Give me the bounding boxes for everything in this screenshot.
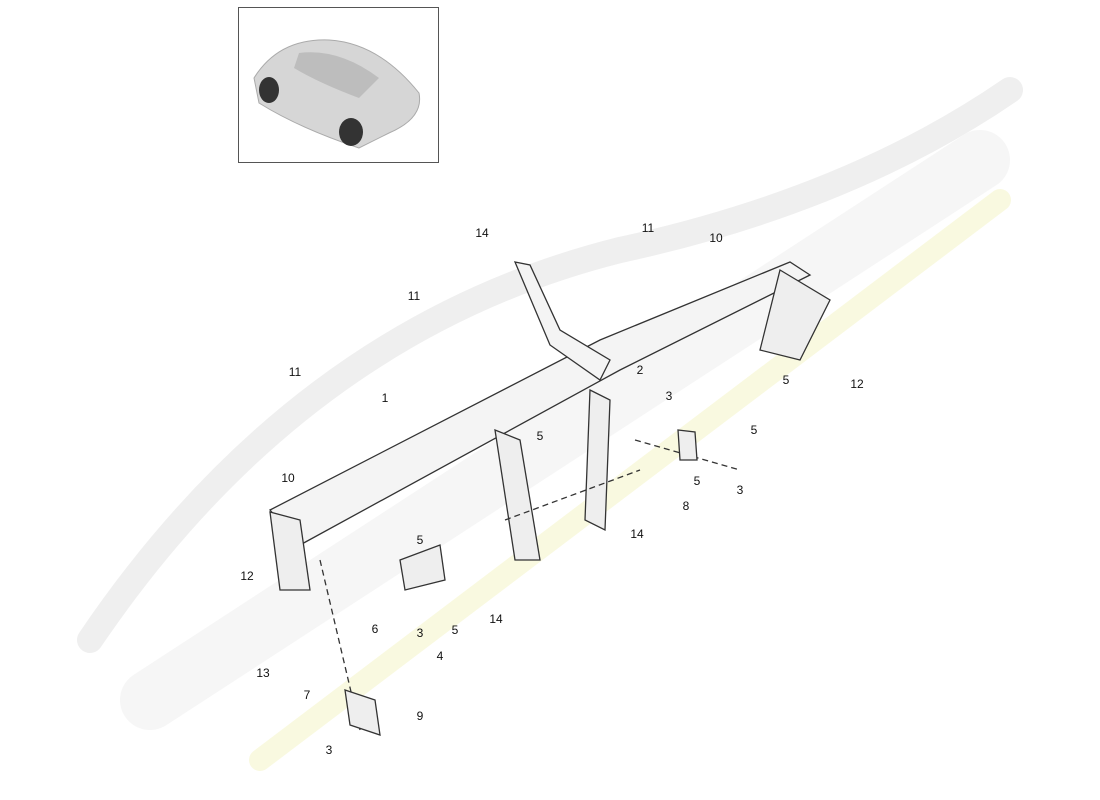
callout-11[interactable]: 11 xyxy=(641,221,655,235)
callout-5[interactable]: 5 xyxy=(693,474,701,488)
callout-5[interactable]: 5 xyxy=(536,429,544,443)
callout-1[interactable]: 1 xyxy=(381,391,389,405)
callout-14[interactable]: 14 xyxy=(475,226,489,240)
center-leg-2 xyxy=(584,388,611,532)
bracket-9 xyxy=(344,689,381,736)
callout-9[interactable]: 9 xyxy=(416,709,424,723)
callout-3[interactable]: 3 xyxy=(416,626,424,640)
callout-8[interactable]: 8 xyxy=(682,499,690,513)
callout-3[interactable]: 3 xyxy=(325,743,333,757)
watermark-lettering-shape xyxy=(120,130,1010,730)
callout-11[interactable]: 11 xyxy=(407,289,421,303)
vehicle-thumbnail[interactable] xyxy=(238,7,439,163)
center-leg xyxy=(494,428,541,561)
car-icon xyxy=(253,39,421,149)
bracket-4 xyxy=(399,544,446,591)
callout-10[interactable]: 10 xyxy=(281,471,295,485)
callout-5[interactable]: 5 xyxy=(416,533,424,547)
callout-14[interactable]: 14 xyxy=(489,612,503,626)
right-bracket xyxy=(759,268,831,361)
bracket-8 xyxy=(677,429,698,461)
callout-7[interactable]: 7 xyxy=(303,688,311,702)
callout-3[interactable]: 3 xyxy=(665,389,673,403)
callout-11[interactable]: 11 xyxy=(288,365,302,379)
callout-12[interactable]: 12 xyxy=(240,569,254,583)
callout-5[interactable]: 5 xyxy=(750,423,758,437)
callout-14[interactable]: 14 xyxy=(630,527,644,541)
callout-4[interactable]: 4 xyxy=(436,649,444,663)
callout-5[interactable]: 5 xyxy=(782,373,790,387)
watermark-swoosh xyxy=(77,77,1023,653)
callout-12[interactable]: 12 xyxy=(850,377,864,391)
watermark-tagline-shape xyxy=(249,189,1011,771)
callout-3[interactable]: 3 xyxy=(736,483,744,497)
callout-2[interactable]: 2 xyxy=(636,363,644,377)
callout-13[interactable]: 13 xyxy=(256,666,270,680)
center-support xyxy=(513,261,611,381)
callout-5[interactable]: 5 xyxy=(451,623,459,637)
callout-10[interactable]: 10 xyxy=(709,231,723,245)
left-bracket xyxy=(269,511,311,591)
callout-6[interactable]: 6 xyxy=(371,622,379,636)
